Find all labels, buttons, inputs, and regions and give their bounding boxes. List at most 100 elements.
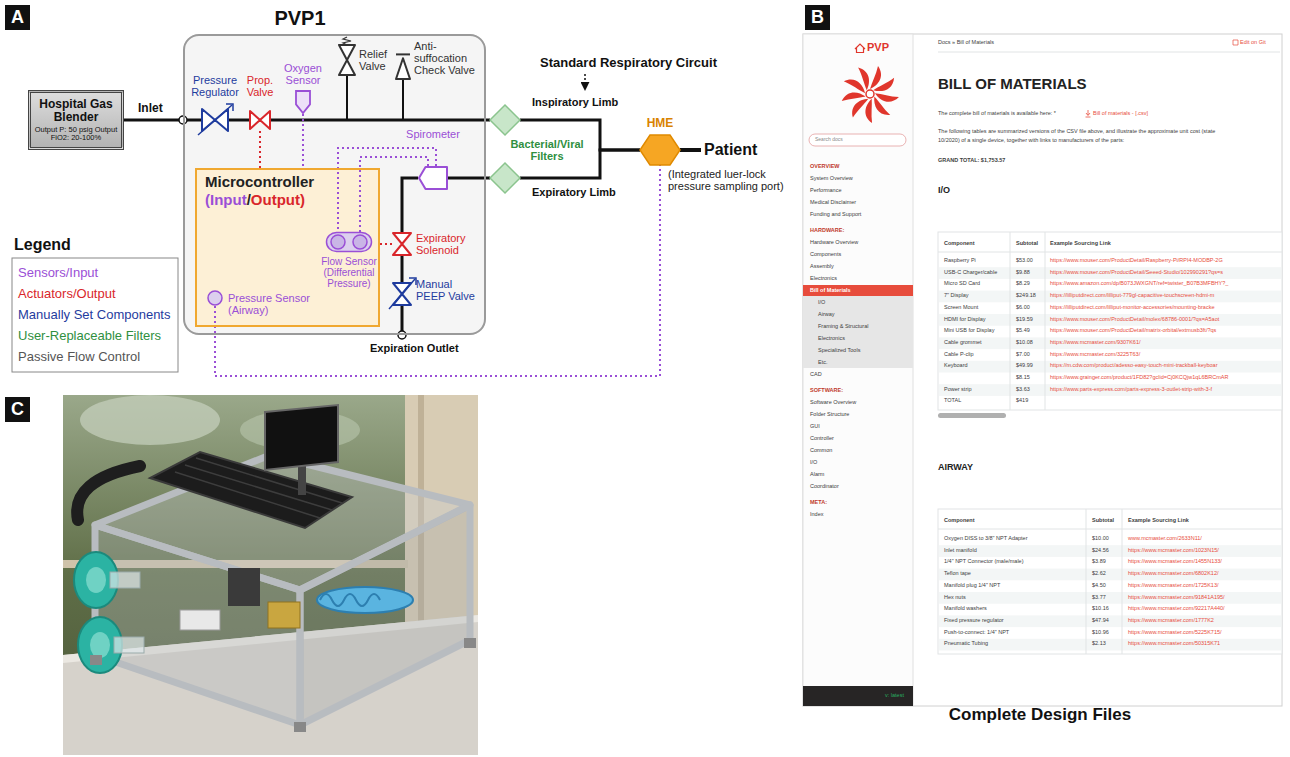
ventilator-photo	[180, 610, 220, 630]
circuit-pointer	[584, 74, 586, 90]
solenoid-symbol	[392, 232, 412, 256]
label-text: $2.13	[1092, 640, 1106, 646]
signal-line	[338, 148, 436, 232]
label-text: Patient	[704, 141, 757, 159]
label-text: $10.00	[1092, 535, 1109, 541]
gas-source-box: Hospital Gas BlenderOutput P: 50 psig Ou…	[28, 90, 124, 151]
label-text: $10.96	[1092, 629, 1109, 635]
label-text: Specialized Tools	[818, 347, 860, 353]
legend-text: Actuators/Output	[18, 286, 116, 301]
pressure-sensor-symbol: Pressure Sensor (Airway)	[207, 290, 223, 306]
label-text: 1/4" NPT Connector (male/male)	[944, 558, 1024, 564]
node-label: Pressure Sensor (Airway)	[228, 292, 312, 316]
check-valve-symbol: Anti-suffocation Check Valve	[395, 48, 411, 80]
label-text: https://lilliputdirect.com/lilliput-moni…	[1050, 304, 1214, 310]
docs-screenshot	[939, 267, 1281, 279]
valve-symbol	[250, 111, 270, 129]
check-valve-symbol	[396, 58, 410, 79]
node-label: Output P: 50 psig Output FiO2: 20-100%	[34, 126, 118, 143]
label-text: Complete Design Files	[915, 706, 1165, 725]
node-label: Prop. Valve	[238, 74, 282, 98]
label-text: OVERVIEW	[810, 163, 840, 169]
docs-screenshot	[850, 95, 868, 120]
label-text: Medical Disclaimer	[810, 199, 856, 205]
label-text: Example Sourcing Link	[1128, 517, 1189, 523]
relief-stem	[346, 76, 348, 119]
ventilator-photo	[63, 395, 478, 755]
ventilator-photo	[464, 638, 476, 648]
label-text: Common	[810, 447, 832, 453]
relief-valve-symbol: Relief Valve	[338, 44, 356, 76]
label-text: Controller	[810, 435, 834, 441]
panel-letter-box	[805, 5, 830, 30]
docs-screenshot	[939, 267, 1281, 396]
docs-screenshot	[939, 615, 1281, 627]
docs-screenshot	[938, 509, 1282, 654]
label-text: $3.89	[1092, 558, 1106, 564]
label-text: www.mcmaster.com/2633N11/	[1128, 535, 1202, 541]
label-text: Index	[810, 511, 823, 517]
panel-letter-box	[5, 5, 30, 30]
label-text: $53.00	[1016, 257, 1033, 263]
ventilator-photo	[77, 466, 140, 520]
label-text: $49.99	[1016, 362, 1033, 368]
label-text: Component	[944, 517, 975, 523]
ventilator-photo	[228, 568, 260, 606]
label-text: Push-to-connect: 1/4" NPT	[944, 629, 1009, 635]
pressure-sensor-symbol	[207, 290, 223, 306]
docs-screenshot	[803, 296, 913, 368]
label-text: Coordinator	[810, 483, 839, 489]
label-text: 10/2020) of a single device, together wi…	[938, 137, 1124, 143]
label-text: USB-C Charger/cable	[944, 269, 997, 275]
label-text: $419	[1016, 397, 1028, 403]
label-text: https://www.mouser.com/ProductDetail/See…	[1050, 269, 1223, 275]
docs-screenshot	[869, 97, 894, 118]
label-text: Assembly	[810, 263, 834, 269]
ventilator-photo	[114, 637, 144, 653]
legend-entry: User-Replaceable Filters	[18, 329, 161, 343]
signal-line	[259, 130, 261, 168]
docs-screenshot	[1045, 232, 1046, 410]
controller-box: Microcontroller(Input/Output)Flow Sensor…	[195, 168, 380, 327]
node-label: Flow Sensor (Differential Pressure)	[311, 256, 387, 289]
legend-swatch: Passive Flow Control	[18, 349, 140, 364]
label-text: https://www.mcmaster.com/1023N15/	[1128, 547, 1219, 553]
label-text: $8.29	[1016, 280, 1030, 286]
label-text: Edit on Git	[1240, 39, 1266, 45]
label-part: Output)	[251, 191, 305, 208]
node-label: (Input/Output)	[205, 192, 375, 209]
patient-pipe	[680, 148, 701, 152]
label-text: Cable grommet	[944, 339, 982, 345]
relief-valve-symbol	[339, 45, 355, 75]
docs-screenshot	[803, 34, 1282, 706]
label-text: Micro SD Card	[944, 280, 980, 286]
node-label: HME	[630, 117, 690, 130]
label-text: https://www.mcmaster.com/1725K13/	[1128, 582, 1218, 588]
legend-entry: Passive Flow Control	[18, 350, 140, 364]
label-text: $47.94	[1092, 617, 1109, 623]
ventilator-photo	[268, 602, 300, 628]
ventilator-photo	[95, 525, 300, 725]
pneumatic-line	[402, 178, 418, 232]
outlet-port	[398, 331, 406, 339]
node-label: Expiratory Solenoid	[416, 232, 482, 256]
legend-text: Passive Flow Control	[18, 349, 140, 364]
check-stem	[402, 80, 404, 119]
label-text: https://www.mcmaster.com/9307K61/	[1050, 339, 1140, 345]
label-text: https://www.mcmaster.com/92217A440/	[1128, 605, 1225, 611]
docs-screenshot	[939, 384, 1281, 396]
label-text: https://www.parts-express.com/parts-expr…	[1050, 386, 1212, 392]
label-text: Inspiratory Limb	[532, 96, 618, 108]
panel-letter: B	[805, 5, 830, 30]
filter-diamond	[490, 105, 520, 135]
label-text: https://www.grainger.com/product/1FD82?g…	[1050, 374, 1228, 380]
flow-sensor-symbol	[331, 235, 345, 249]
label-text: Pneumatic Tubing	[944, 640, 988, 646]
regulator-symbol: Pressure Regulator	[201, 108, 229, 132]
peep-valve-symbol	[389, 279, 415, 309]
label-text: Search docs	[815, 137, 843, 143]
label-text: Etc.	[818, 359, 827, 365]
label-text: Raspberry Pi	[944, 257, 976, 263]
label-text: The complete bill of materials is availa…	[938, 110, 1056, 116]
label-text: Bill of Materials	[810, 287, 851, 293]
